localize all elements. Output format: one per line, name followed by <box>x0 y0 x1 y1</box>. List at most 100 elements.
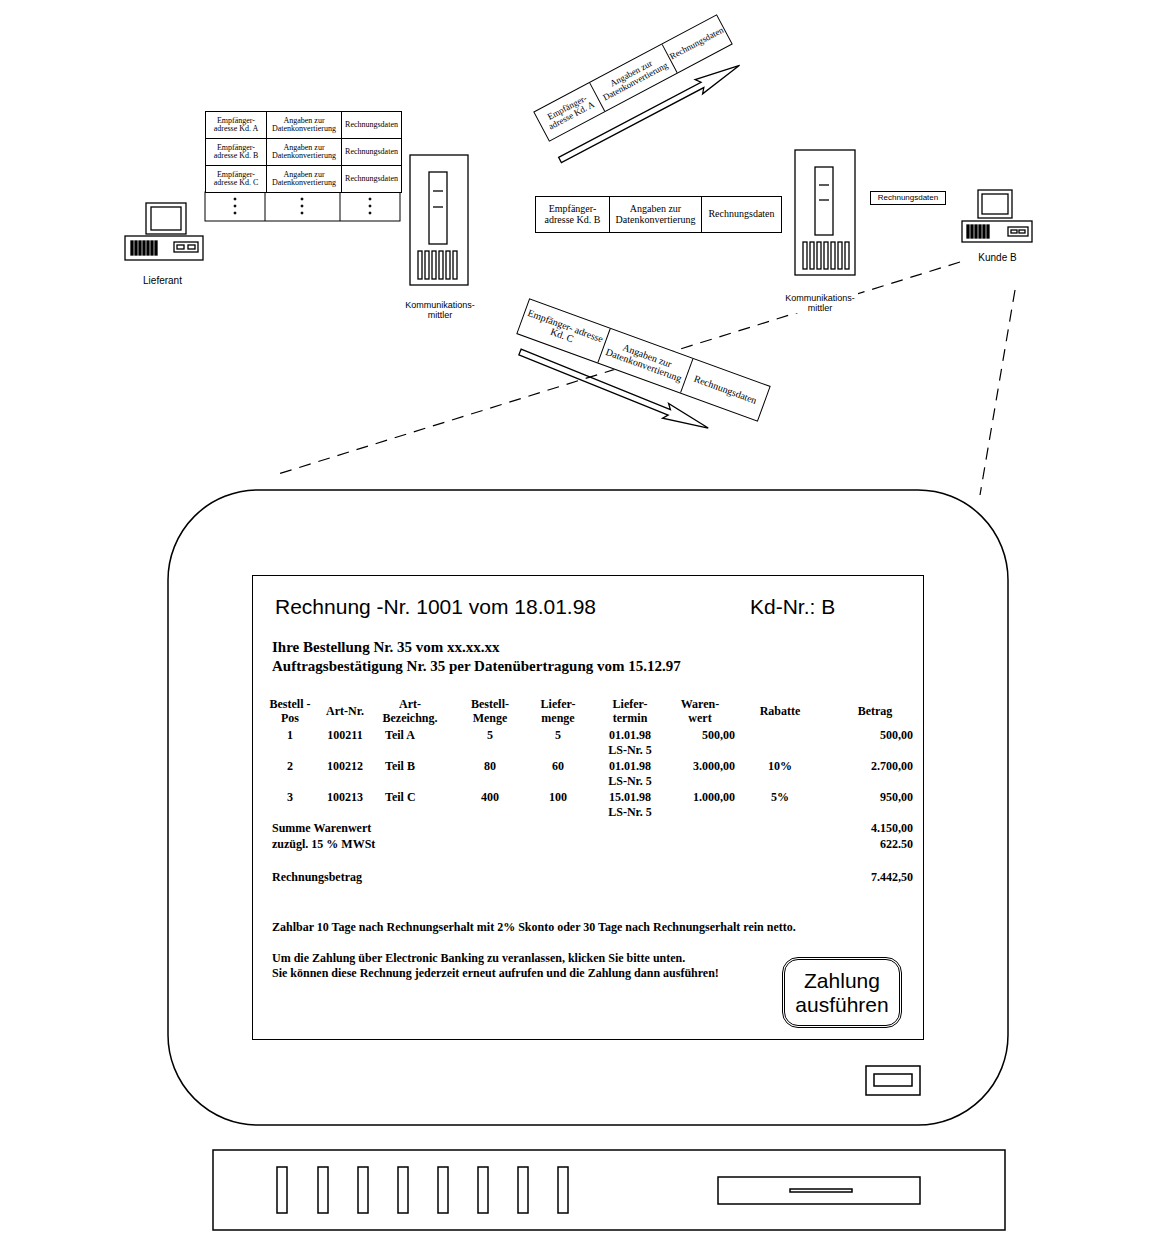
vent-slot <box>147 241 149 255</box>
vent-slot <box>446 251 450 279</box>
vent-slot <box>983 225 985 238</box>
vent-slot <box>453 251 457 279</box>
vent-slot <box>558 1167 568 1213</box>
vent-slot <box>439 251 443 279</box>
power-button-inner <box>874 1074 912 1086</box>
panel-mark <box>433 190 443 191</box>
ellipsis-dot <box>301 205 303 207</box>
computer-case <box>125 236 203 260</box>
data-box: Rechnungsdaten <box>870 191 946 205</box>
ellipsis-dot <box>301 198 303 200</box>
drive-slot <box>188 245 195 249</box>
vent-slot <box>135 241 137 255</box>
node-label: Lieferant <box>142 275 183 287</box>
vent-slot <box>824 242 828 269</box>
packet-field: Empfänger- adresse Kd. C <box>517 299 609 362</box>
tower-case <box>795 150 855 275</box>
node-label: Kommunikations- mittler <box>782 293 858 314</box>
vent-slot <box>143 241 145 255</box>
node-label: Kommunikations- mittler <box>402 300 478 321</box>
packet-field: Empfänger- adresse Kd. B <box>536 197 609 232</box>
ellipsis-dot <box>234 198 236 200</box>
ellipsis-dot <box>234 212 236 214</box>
data-packet: Empfänger- adresse Kd. AAngaben zur Date… <box>205 111 402 139</box>
vent-slot <box>151 241 153 255</box>
table-row <box>205 192 400 221</box>
vent-slot <box>358 1167 368 1213</box>
supplier-computer <box>125 203 203 260</box>
vent-slot <box>425 251 429 279</box>
packet-field: Angaben zur Datenkonvertierung <box>609 197 701 232</box>
label-holder: Kommunikations- mittler <box>782 293 858 315</box>
drive-slot <box>1011 230 1017 233</box>
power-button <box>866 1066 920 1095</box>
invoice-heading: Rechnung -Nr. 1001 vom 18.01.98 <box>275 594 596 619</box>
server-node: Kommunikations- mittler <box>402 150 478 322</box>
label-holder: Lieferant <box>120 270 205 288</box>
vent-slot <box>803 242 807 269</box>
invoice-text: Ihre Bestellung Nr. 35 vom xx.xx.xx <box>272 638 500 656</box>
ellipsis-dot <box>369 205 371 207</box>
data-packet: Empfänger- adresse Kd. AAngaben zur Date… <box>533 14 733 142</box>
packet-field: Angaben zur Datenkonvertierung <box>597 329 692 393</box>
drive-slot <box>177 245 184 249</box>
zoom-line <box>980 290 1015 495</box>
invoice-heading: Kd-Nr.: B <box>750 594 835 619</box>
packet-field: Rechnungsdaten <box>701 197 781 232</box>
server-tower <box>410 155 468 285</box>
vent-slot <box>131 241 133 255</box>
vent-slot <box>979 225 981 238</box>
invoice-text: Zahlbar 10 Tage nach Rechnungserhalt mit… <box>272 920 796 934</box>
vent-slot <box>318 1167 328 1213</box>
panel-mark <box>819 199 829 200</box>
data-packet: Empfänger- adresse Kd. CAngaben zur Date… <box>205 165 402 193</box>
panel-mark <box>819 184 829 185</box>
label-holder: Kommunikations- mittler <box>402 300 478 322</box>
monitor-frame <box>146 203 186 234</box>
monitor <box>168 490 1008 1230</box>
packet-field: Angaben zur Datenkonvertierung <box>266 139 341 165</box>
table-divider <box>265 192 266 221</box>
drive-slot <box>1019 230 1025 233</box>
monitor-screen <box>151 207 181 230</box>
vent-slot <box>987 225 989 238</box>
box-label: Rechnungsdaten <box>873 193 943 203</box>
packet-field: Empfänger- adresse Kd. B <box>206 139 266 165</box>
vent-slot <box>155 241 157 255</box>
vent-slot <box>838 242 842 269</box>
packet-field: Empfänger- adresse Kd. C <box>206 166 266 192</box>
vent-slot <box>845 242 849 269</box>
vent-slot <box>810 242 814 269</box>
monitor-outline <box>168 490 1008 1125</box>
vent-slot <box>971 225 973 238</box>
vent-slot <box>518 1167 528 1213</box>
vent-slot <box>432 251 436 279</box>
vent-slot <box>975 225 977 238</box>
packet-field: Rechnungsdaten <box>341 112 401 138</box>
packet-field: Rechnungsdaten <box>662 16 732 73</box>
vent-slot <box>817 242 821 269</box>
computer-node: Lieferant <box>120 198 205 288</box>
data-packet: Empfänger- adresse Kd. CAngaben zur Date… <box>516 298 770 422</box>
ellipsis-dot <box>234 205 236 207</box>
packet-field: Rechnungsdaten <box>341 139 401 165</box>
pay-button: Zahlung ausführen <box>782 957 902 1028</box>
invoice-text: Um die Zahlung über Electronic Banking z… <box>272 951 685 965</box>
label-holder: Kunde B <box>955 247 1040 265</box>
drive-bay <box>174 242 198 252</box>
computer-case <box>962 221 1032 242</box>
vent-slot <box>967 225 969 238</box>
ellipsis-dot <box>369 198 371 200</box>
table-divider <box>340 192 341 221</box>
packet-field: Empfänger- adresse Kd. A <box>206 112 266 138</box>
monitor-screen <box>982 194 1008 214</box>
drive-bay <box>1008 227 1028 236</box>
tower-case <box>410 155 468 285</box>
computer-base <box>213 1150 1005 1230</box>
zoom-line <box>275 262 960 475</box>
invoice-text: Sie können diese Rechnung jederzeit erne… <box>272 966 719 980</box>
vent-slot <box>478 1167 488 1213</box>
vent-slot <box>139 241 141 255</box>
